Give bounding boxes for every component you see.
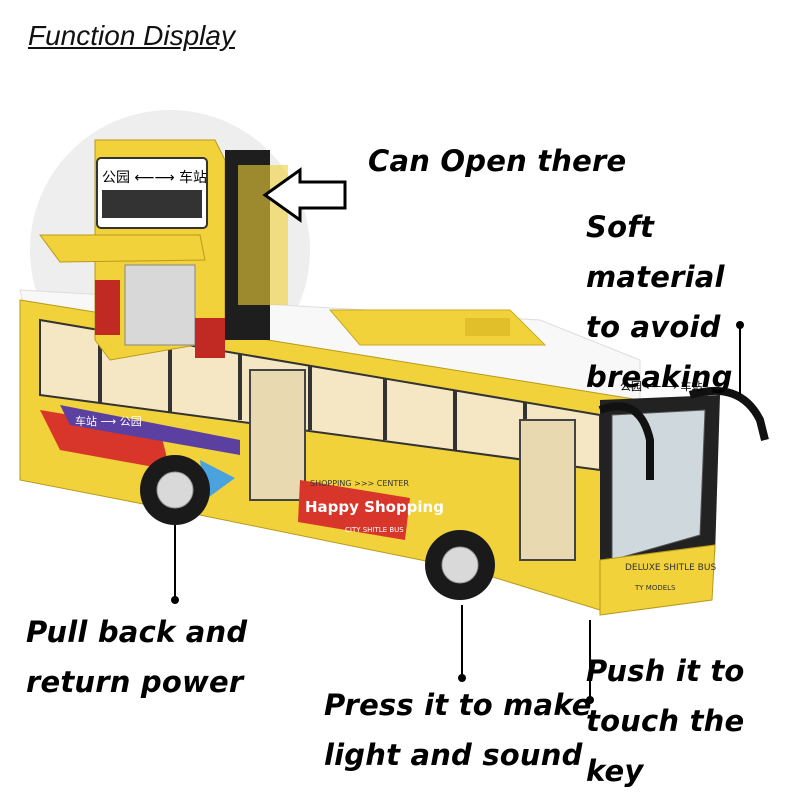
roof-ac-unit: [328, 309, 547, 346]
callout-can-open: Can Open there: [368, 144, 627, 178]
callout-line: return power: [26, 665, 244, 699]
inset-rear-detail: [39, 139, 288, 361]
callout-line: breaking: [586, 360, 733, 394]
middle-door: [249, 369, 306, 501]
purple-stripe: [60, 405, 240, 455]
leader-dot-push: [586, 696, 594, 704]
callout-press: Press it to make light and sound: [324, 680, 592, 780]
windshield: [611, 409, 706, 561]
mirror-right: [688, 386, 769, 441]
page-heading: Function Display: [28, 20, 235, 51]
front-bumper: [599, 544, 716, 616]
callout-soft-material: Soft material to avoid breaking: [586, 202, 800, 402]
callout-push: Push it to touch the key: [586, 646, 800, 796]
callout-line: Push it to: [586, 654, 745, 688]
callout-line: light and sound: [324, 738, 583, 772]
front-plate-label: DELUXE SHITLE BUS: [625, 563, 716, 573]
callout-line: Soft material: [586, 210, 725, 294]
ad-sub-label: CITY SHITLE BUS: [345, 526, 404, 534]
callout-line: touch the key: [586, 704, 745, 788]
destination-sign: 公园 ⟵⟶ 车站: [102, 169, 207, 186]
callout-line: Press it to make: [324, 688, 592, 722]
front-destination-sign: 公园 ⟵⟶ 车站: [620, 379, 703, 393]
front-door: [519, 419, 576, 561]
leader-dot-pull-back: [171, 596, 179, 604]
callout-line: to avoid: [586, 310, 721, 344]
callout-pull-back: Pull back and return power: [26, 607, 247, 707]
advert-panel: [298, 480, 410, 540]
ad-top-label: SHOPPING >>> CENTER: [310, 479, 409, 488]
ac-grille: [465, 318, 510, 336]
leader-dot-soft-material: [736, 321, 744, 329]
mirror-left: [598, 402, 654, 480]
ad-main-label: Happy Shopping: [305, 498, 444, 516]
callout-line: Pull back and: [26, 615, 248, 649]
side-route-label: 车站 ⟶ 公园: [75, 414, 142, 428]
brand-label: TY MODELS: [634, 584, 676, 592]
leader-dot-press: [458, 674, 466, 682]
pointer-arrow: [262, 167, 347, 223]
